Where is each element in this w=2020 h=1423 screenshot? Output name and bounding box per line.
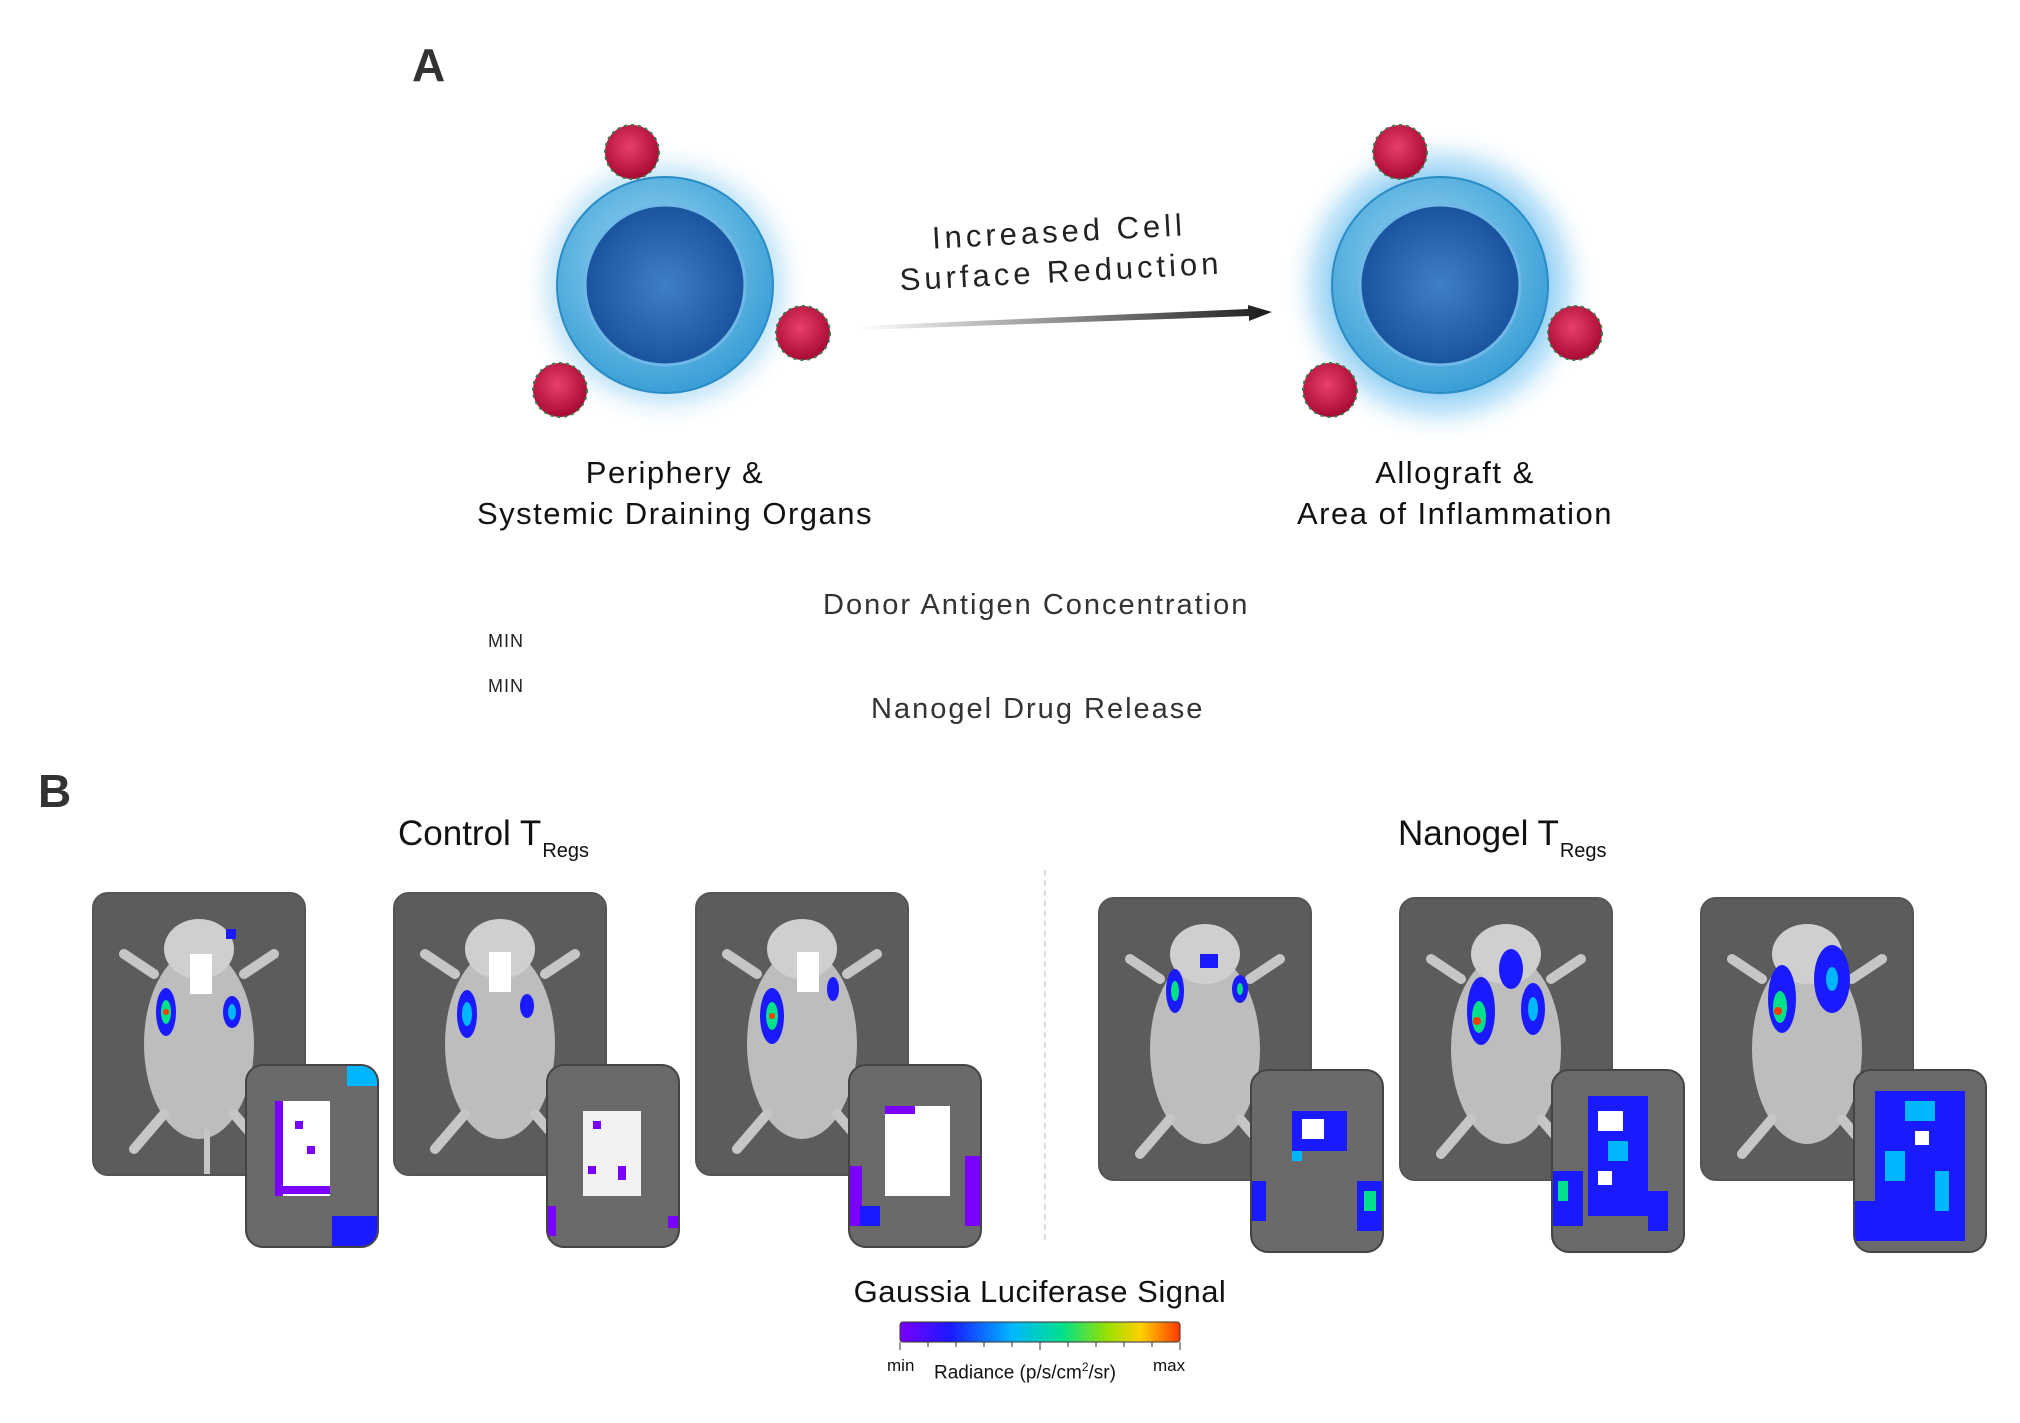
control-group-title-sub: Regs [542, 840, 590, 862]
nanogel-mouse-1 [1098, 897, 1312, 1181]
inset-heatmap [1553, 1096, 1668, 1231]
control-inset-3 [848, 1064, 982, 1248]
nanogel-group-title-sub: Regs [1559, 840, 1607, 862]
right-caption-line-1: Allograft & [1375, 455, 1535, 490]
left-nanogel-2 [775, 305, 831, 361]
right-caption-line-2: Area of Inflammation [1296, 496, 1614, 531]
panel-b-label: B [38, 765, 72, 817]
donor-antigen-max: MAX [1546, 631, 1589, 651]
drug-release-label: Nanogel Drug Release [871, 693, 1205, 725]
mouse-silhouette [420, 919, 580, 1154]
mouse-silhouette [119, 919, 279, 1174]
group-divider [1044, 870, 1046, 1240]
right-nanogel-3 [1302, 362, 1358, 418]
legend-unit-suffix: /sr) [1088, 1362, 1116, 1384]
legend-unit-label: Radiance (p/s/cm2/sr) [934, 1360, 1116, 1384]
control-group-title: Control TRegs [398, 814, 589, 863]
legend-max-label: max [1153, 1356, 1186, 1375]
right-nanogel-2 [1547, 305, 1603, 361]
right-cell [1282, 127, 1598, 443]
right-caption: Allograft & Area of Inflammation [1245, 452, 1665, 534]
colorbar [899, 1321, 1181, 1350]
mouse-silhouette [1125, 924, 1285, 1159]
mouse-silhouette [1727, 924, 1887, 1159]
left-caption-line-1: Periphery & [585, 455, 765, 490]
inset-heatmap [1252, 1111, 1382, 1231]
legend-title: Gaussia Luciferase Signal [853, 1274, 1227, 1309]
legend-unit-prefix: Radiance (p/s/cm [934, 1362, 1082, 1384]
donor-antigen-min: MIN [488, 631, 524, 651]
inset-heatmap [275, 1066, 377, 1246]
left-cell [520, 140, 810, 430]
inset-heatmap [850, 1106, 980, 1226]
left-caption: Periphery & Systemic Draining Organs [440, 452, 910, 534]
right-nanogel-1 [1372, 124, 1428, 180]
inset-heatmap [1855, 1091, 1965, 1241]
legend-min-label: min [887, 1356, 915, 1375]
panel-a-illustration [520, 124, 1603, 443]
mouse-silhouette [722, 919, 882, 1154]
inset-heatmap [548, 1111, 678, 1236]
nanogel-group-title-text: Nanogel T [1398, 814, 1559, 853]
nanogel-group-title: Nanogel TRegs [1398, 814, 1607, 863]
donor-antigen-label: Donor Antigen Concentration [823, 589, 1250, 621]
left-caption-line-2: Systemic Draining Organs [476, 496, 874, 531]
drug-release-min: MIN [488, 676, 524, 696]
nanogel-inset-3 [1853, 1069, 1987, 1253]
left-nanogel-3 [532, 362, 588, 418]
control-mouse-3 [695, 892, 909, 1176]
legend-unit-sup: 2 [1081, 1360, 1089, 1374]
left-nanogel-1 [604, 124, 660, 180]
process-arrow [860, 305, 1272, 330]
nanogel-inset-1 [1250, 1069, 1384, 1253]
mouse-silhouette [1426, 924, 1586, 1159]
panel-a-label: A [412, 39, 446, 91]
control-inset-1 [245, 1064, 379, 1248]
control-group-title-text: Control T [398, 814, 542, 853]
drug-release-max: MAX [1546, 680, 1589, 700]
nanogel-inset-2 [1551, 1069, 1685, 1253]
control-inset-2 [546, 1064, 680, 1248]
